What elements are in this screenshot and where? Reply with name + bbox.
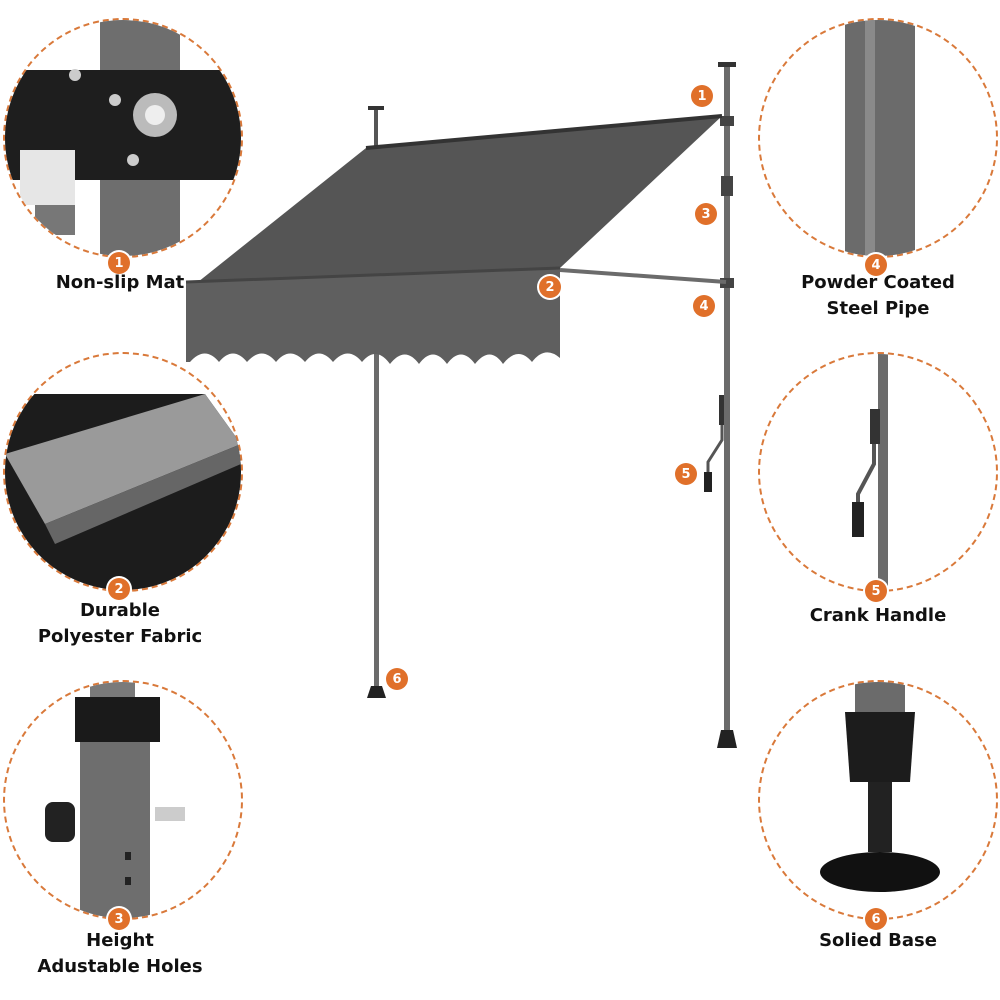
awning-canopy — [198, 116, 722, 282]
detail-circle-mount — [3, 18, 243, 258]
detail-circle-base — [758, 680, 998, 920]
caption-non-slip-mat: Non-slip Mat — [55, 272, 185, 293]
callout-badge-2: 2 — [539, 276, 561, 298]
mount-bracket-icon — [5, 20, 241, 256]
right-pole — [724, 66, 730, 742]
detail-badge-6: 6 — [865, 908, 887, 930]
awning-valance — [186, 268, 560, 364]
caption-height-holes: Height Adustable Holes — [37, 930, 203, 977]
fabric-swatch-icon — [5, 394, 241, 590]
back-left-pole — [374, 108, 378, 148]
callout-badge-5: 5 — [675, 463, 697, 485]
detail-badge-1: 1 — [108, 252, 130, 274]
callout-badge-6: 6 — [386, 668, 408, 690]
base-foot-icon — [820, 682, 940, 892]
callout-badge-1: 1 — [691, 85, 713, 107]
caption-solid-base: Solied Base — [819, 930, 937, 951]
detail-badge-3: 3 — [108, 908, 130, 930]
crank-handle-icon — [852, 354, 888, 590]
caption-crank-handle: Crank Handle — [809, 605, 947, 626]
steel-pipe-icon — [845, 20, 915, 256]
detail-circle-holes — [3, 680, 243, 920]
detail-circle-pipe — [758, 18, 998, 258]
caption-steel-pipe: Powder Coated Steel Pipe — [801, 272, 955, 319]
detail-badge-2: 2 — [108, 578, 130, 600]
detail-badge-5: 5 — [865, 580, 887, 602]
callout-badge-3: 3 — [695, 203, 717, 225]
left-pole — [374, 330, 379, 690]
detail-badge-4: 4 — [865, 254, 887, 276]
caption-fabric: Durable Polyester Fabric — [37, 600, 203, 647]
adjustable-pole-icon — [45, 682, 185, 918]
callout-badge-4: 4 — [693, 295, 715, 317]
detail-circle-fabric — [3, 352, 243, 592]
detail-circle-crank — [758, 352, 998, 592]
